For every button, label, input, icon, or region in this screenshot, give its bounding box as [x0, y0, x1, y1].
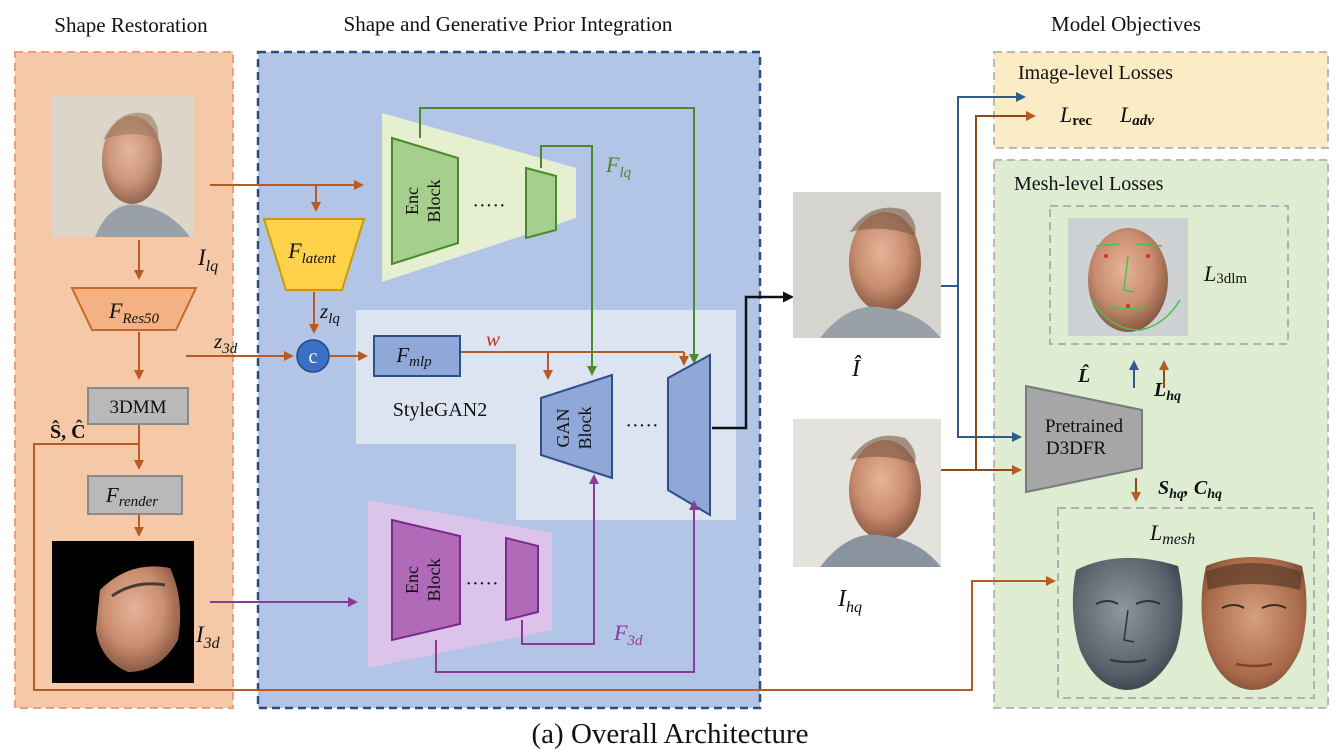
label-f-3d: F3d — [613, 620, 643, 649]
arrow-sc-to-mesh — [33, 443, 1056, 691]
label-l-adv: Ladv — [1119, 102, 1154, 129]
label-l-3dlm: L3dlm — [1203, 261, 1247, 287]
label-z3d: z3d — [213, 329, 238, 357]
purple-skip-2 — [435, 500, 699, 673]
label-mesh-losses: Mesh-level Losses — [1014, 173, 1164, 195]
mesh-grey — [1072, 557, 1183, 690]
lq-enc-dots: ····· — [472, 195, 505, 217]
label-f-render: Frender — [105, 483, 158, 510]
d3dfr-block — [1025, 384, 1143, 494]
3dmm-block — [87, 387, 189, 425]
arrow-gt-to-image-loss — [941, 111, 1036, 471]
label-image-losses: Image-level Losses — [1018, 62, 1173, 84]
input-lq-photo — [52, 95, 194, 237]
3d-enc-dots: ····· — [465, 573, 498, 595]
landmark-photo — [1068, 218, 1188, 336]
arrow-output-to-image-loss — [941, 92, 1026, 287]
label-stylegan2: StyleGAN2 — [393, 399, 487, 421]
gan-block — [540, 373, 613, 480]
arrow-output — [712, 291, 794, 430]
header-objectives: Model Objectives — [1051, 12, 1201, 36]
label-l-hat: L̂ — [1077, 363, 1090, 387]
label-f-lq: Flq — [605, 152, 632, 181]
label-concat: c — [309, 346, 318, 368]
f-latent-block — [262, 218, 366, 291]
label-w: w — [486, 327, 500, 351]
header-integration: Shape and Generative Prior Integration — [344, 12, 673, 36]
rendered-3d-face — [52, 541, 194, 683]
f-res50-block — [70, 287, 198, 331]
label-f-latent: Flatent — [287, 238, 336, 267]
lq-enc-small-block — [525, 166, 557, 240]
gan-dots: ····· — [625, 415, 658, 437]
3d-enc-small-block — [505, 536, 539, 622]
image-losses-panel — [993, 51, 1329, 149]
3d-enc-block — [391, 518, 461, 642]
label-l-hq: Lhq — [1153, 379, 1181, 404]
label-f-mlp: Fmlp — [395, 343, 432, 370]
output-photo — [793, 192, 941, 338]
label-f-res50: FRes50 — [108, 298, 160, 327]
gt-photo — [793, 419, 941, 567]
label-i-lq: Ilq — [197, 245, 218, 275]
mesh-loss-box — [1057, 507, 1315, 699]
landmark-loss-box — [1049, 205, 1289, 345]
figure-caption: (a) Overall Architecture — [531, 718, 809, 750]
concat-node — [296, 339, 330, 373]
lq-enc-block — [391, 136, 459, 266]
label-zlq: zlq — [319, 299, 340, 327]
label-i-3d: I3d — [195, 622, 221, 652]
label-s-c-hq: Shq, Chq — [1158, 477, 1222, 502]
label-i-hat: Î — [851, 356, 862, 382]
label-l-mesh: Lmesh — [1149, 520, 1195, 548]
purple-skip-1 — [521, 474, 599, 645]
architecture-diagram: Shape Restoration Shape and Generative P… — [14, 12, 1329, 710]
arrow-output-to-d3dfr — [957, 286, 1022, 442]
label-3dmm: 3DMM — [109, 397, 166, 418]
label-i-hq: Ihq — [837, 586, 862, 616]
last-gan-block — [667, 353, 711, 517]
green-skip-2 — [540, 145, 597, 376]
header-shape-restoration: Shape Restoration — [54, 13, 208, 37]
f-render-block — [87, 475, 183, 515]
f-mlp-block — [373, 335, 461, 377]
green-skip-1 — [419, 107, 699, 364]
label-s-c-hat: Ŝ, Ĉ — [50, 418, 86, 443]
mesh-textured — [1201, 557, 1307, 690]
label-l-rec: Lrec — [1059, 102, 1092, 129]
